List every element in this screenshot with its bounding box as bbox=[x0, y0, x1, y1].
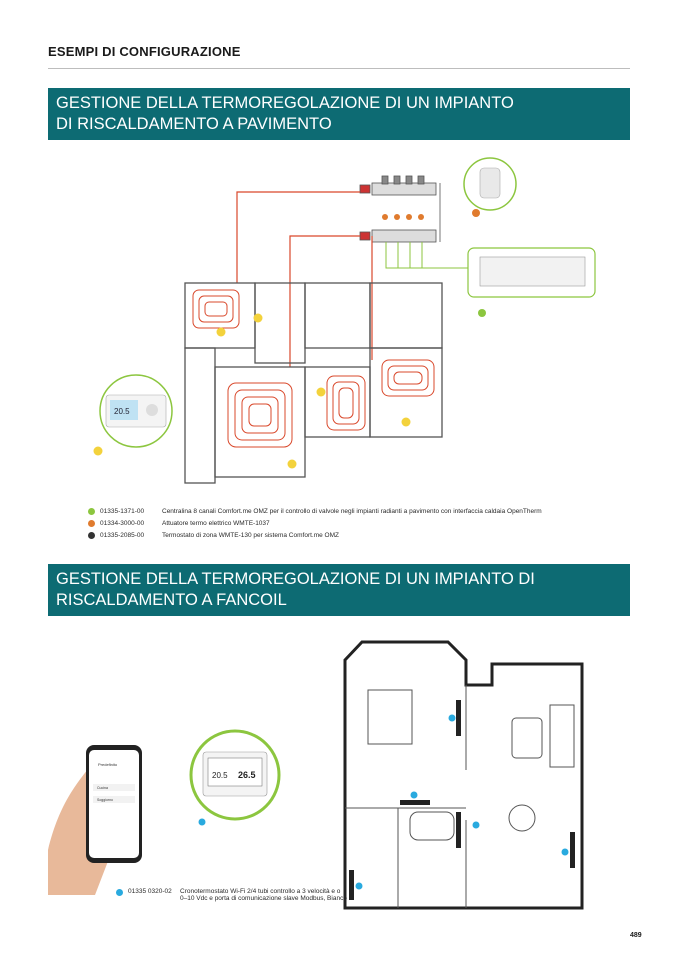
blue-dot-icon bbox=[116, 889, 123, 896]
fancoil-display-right: 26.5 bbox=[238, 770, 256, 780]
smartphone-icon: Predefinito Cucina Soggiorno bbox=[48, 745, 142, 895]
thermostat-display: 20.5 bbox=[114, 407, 130, 416]
floor-plan bbox=[184, 282, 443, 484]
legend-item: 01335-2085-00 Termostato di zona WMTE-13… bbox=[88, 532, 339, 539]
green-dot-icon bbox=[88, 508, 95, 515]
section-banner-fancoil: GESTIONE DELLA TERMOREGOLAZIONE DI UN IM… bbox=[48, 564, 630, 616]
actuator-icon bbox=[463, 157, 517, 217]
legend-text: Attuatore termo elettrico WMTE-1037 bbox=[162, 520, 270, 527]
legend-code: 01335-1371-00 bbox=[100, 508, 145, 515]
banner-title-line1: GESTIONE DELLA TERMOREGOLAZIONE DI UN IM… bbox=[56, 570, 535, 588]
wifi-thermostat-icon: 20.5 26.5 bbox=[189, 729, 281, 821]
phone-item-1: Cucina bbox=[97, 786, 108, 790]
control-unit-icon bbox=[467, 247, 596, 317]
legend-item: 01335 0320-02 Cronotermostato Wi-Fi 2/4 … bbox=[116, 888, 347, 902]
orange-dot-icon bbox=[88, 520, 95, 527]
legend-item: 01334-3000-00 Attuatore termo elettrico … bbox=[88, 520, 270, 527]
banner-title-line2: RISCALDAMENTO A FANCOIL bbox=[56, 591, 287, 609]
legend-fancoil: 01335 0320-02 Cronotermostato Wi-Fi 2/4 … bbox=[116, 888, 347, 910]
legend-code: 01335 0320-02 bbox=[128, 888, 172, 895]
divider bbox=[48, 68, 630, 69]
zone-thermostat-icon: 20.5 bbox=[99, 374, 173, 448]
banner-title-line2: DI RISCALDAMENTO A PAVIMENTO bbox=[56, 115, 332, 133]
fancoil-floor-plan bbox=[343, 640, 584, 910]
banner-title-line1: GESTIONE DELLA TERMOREGOLAZIONE DI UN IM… bbox=[56, 94, 514, 112]
legend-floor: 01335-1371-00 Centralina 8 canali Comfor… bbox=[88, 508, 608, 544]
phone-item-2: Soggiorno bbox=[97, 798, 113, 802]
legend-code: 01334-3000-00 bbox=[100, 520, 145, 527]
manifold-icon bbox=[359, 175, 441, 243]
page-number: 489 bbox=[630, 932, 642, 939]
section-title: ESEMPI DI CONFIGURAZIONE bbox=[48, 44, 241, 59]
section-banner-floor-heating: GESTIONE DELLA TERMOREGOLAZIONE DI UN IM… bbox=[48, 88, 630, 140]
legend-code: 01335-2085-00 bbox=[100, 532, 145, 539]
fancoil-display-left: 20.5 bbox=[212, 771, 228, 780]
legend-text: Termostato di zona WMTE-130 per sistema … bbox=[162, 532, 339, 539]
legend-text: Centralina 8 canali Comfort.me OMZ per i… bbox=[162, 508, 542, 515]
legend-text-line1: Cronotermostato Wi-Fi 2/4 tubi controllo… bbox=[180, 888, 341, 895]
dark-dot-icon bbox=[88, 532, 95, 539]
phone-app-title: Predefinito bbox=[98, 762, 118, 767]
legend-item: 01335-1371-00 Centralina 8 canali Comfor… bbox=[88, 508, 542, 515]
legend-text-line2: 0–10 Vdc e porta di comunicazione slave … bbox=[180, 895, 347, 902]
